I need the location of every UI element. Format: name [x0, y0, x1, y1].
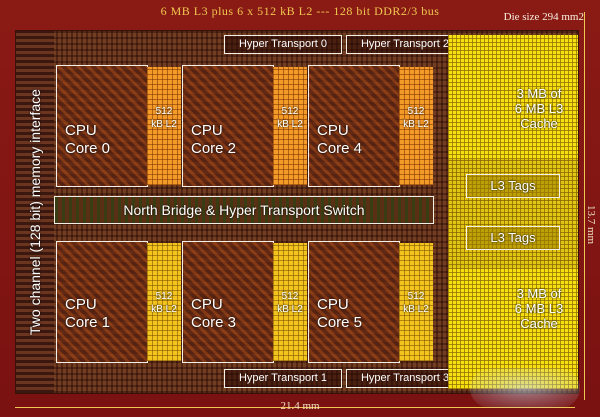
l2-core-4-size: 512: [407, 106, 425, 117]
hyper-transport-0: Hyper Transport 0: [224, 35, 342, 54]
core-3-line2: Core 3: [191, 314, 237, 331]
l3-tags-lower: L3 Tags: [466, 226, 560, 250]
hyper-transport-1: Hyper Transport 1: [224, 369, 342, 388]
diagram-title: 6 MB L3 plus 6 x 512 kB L2 --- 128 bit D…: [160, 4, 440, 18]
core-2-line2: Core 2: [191, 140, 237, 157]
l2-core-0-size: 512: [155, 106, 173, 117]
core-0-line2: Core 0: [65, 140, 111, 157]
core-1-line1: CPU: [65, 296, 97, 313]
l2-core-2-unit: kB L2: [277, 119, 303, 130]
l2-core-2-size: 512: [281, 106, 299, 117]
l3-lower-line1: 3 MB of: [516, 286, 562, 301]
core-5-line1: CPU: [317, 296, 349, 313]
l3-upper-line3: Cache: [520, 116, 558, 131]
l3-lower-line3: Cache: [520, 316, 558, 331]
l3-cache-upper: [448, 35, 578, 159]
l2-core-4-unit: kB L2: [403, 119, 429, 130]
core-5-line2: Core 5: [317, 314, 363, 331]
l2-cache-core-3: [273, 243, 307, 361]
die-size-label: Die size 294 mm2: [503, 11, 584, 23]
core-4-line2: Core 4: [317, 140, 363, 157]
core-4-line1: CPU: [317, 122, 349, 139]
l3-tags-upper: L3 Tags: [466, 174, 560, 198]
height-dimension-label: 13.7 mm: [585, 205, 597, 245]
l3-upper-line2: 6 MB L3: [514, 101, 564, 116]
core-0-line1: CPU: [65, 122, 97, 139]
width-dimension-label: 21.4 mm: [280, 400, 320, 412]
hyper-transport-3: Hyper Transport 3: [346, 369, 464, 388]
l2-core-1-size: 512: [155, 291, 173, 302]
l2-core-0-unit: kB L2: [151, 119, 177, 130]
l2-cache-core-2: [273, 67, 307, 185]
core-2-line1: CPU: [191, 122, 223, 139]
l2-core-5-size: 512: [407, 291, 425, 302]
l2-cache-core-5: [399, 243, 433, 361]
height-dimension-line: [584, 12, 585, 400]
core-3-line1: CPU: [191, 296, 223, 313]
memory-interface-label: Two channel (128 bit) memory interface: [27, 89, 43, 335]
l2-cache-core-1: [147, 243, 181, 361]
watermark-logo: [470, 368, 580, 408]
north-bridge: North Bridge & Hyper Transport Switch: [54, 196, 434, 224]
l2-core-5-unit: kB L2: [403, 304, 429, 315]
l3-lower-line2: 6 MB L3: [514, 301, 564, 316]
l2-cache-core-4: [399, 67, 433, 185]
l2-cache-core-0: [147, 67, 181, 185]
l2-core-3-unit: kB L2: [277, 304, 303, 315]
core-1-line2: Core 1: [65, 314, 111, 331]
hyper-transport-2: Hyper Transport 2: [346, 35, 464, 54]
l2-core-1-unit: kB L2: [151, 304, 177, 315]
die-photo: Two channel (128 bit) memory interface H…: [15, 30, 579, 394]
width-dimension-line: [15, 407, 575, 408]
l3-upper-line1: 3 MB of: [516, 86, 562, 101]
l2-core-3-size: 512: [281, 291, 299, 302]
memory-interface-strip: [16, 31, 54, 393]
